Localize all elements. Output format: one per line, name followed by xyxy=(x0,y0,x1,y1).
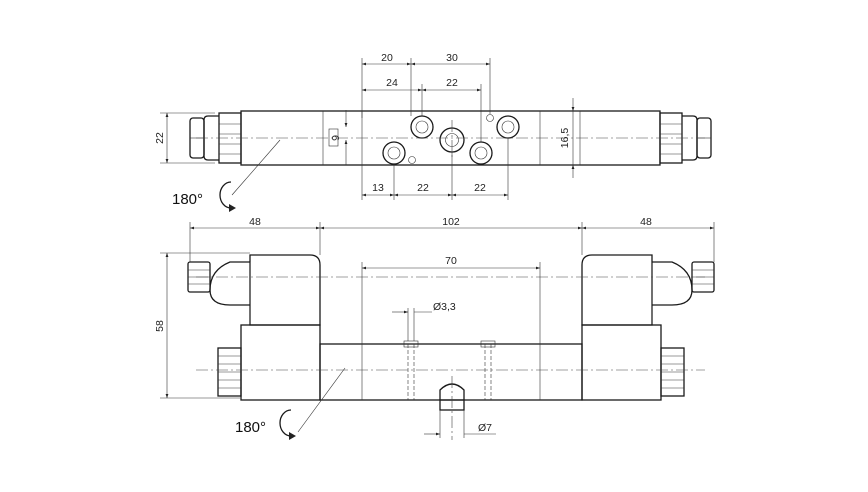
top-marker-square xyxy=(328,128,339,147)
pilot-hole-1 xyxy=(408,156,416,164)
mounting-holes xyxy=(403,340,496,400)
top-view: 20 30 24 22 9 16,5 22 13 22 xyxy=(154,52,712,212)
dim-20: 20 xyxy=(381,52,393,64)
port-bottom-2 xyxy=(469,141,493,165)
dim-22-bottom-2: 22 xyxy=(474,182,486,194)
dim-58: 58 xyxy=(154,320,166,332)
pilot-hole-2 xyxy=(486,114,494,122)
dim-24: 24 xyxy=(386,77,398,89)
dim-22-bottom-1: 22 xyxy=(417,182,429,194)
dim-70: 70 xyxy=(445,255,457,267)
dim-22-height: 22 xyxy=(154,132,166,144)
top-ports xyxy=(382,114,520,165)
port-top-1 xyxy=(410,115,434,139)
port-bottom-1 xyxy=(382,141,406,165)
rotation-arrow-front xyxy=(279,409,292,437)
dim-9: 9 xyxy=(330,135,342,141)
front-valve-body xyxy=(319,343,583,401)
dim-16-5: 16,5 xyxy=(559,128,571,149)
right-solenoid-coil xyxy=(581,254,715,401)
front-view: 48 102 48 70 58 Ø3,3 Ø7 180° xyxy=(154,216,715,440)
rotation-label-front: 180° xyxy=(235,419,266,436)
dim-hole-diameter: Ø3,3 xyxy=(433,301,456,313)
dim-pin-diameter: Ø7 xyxy=(478,422,492,434)
dim-13: 13 xyxy=(372,182,384,194)
port-top-2 xyxy=(496,115,520,139)
dim-22-top: 22 xyxy=(446,77,458,89)
dim-48-left: 48 xyxy=(249,216,261,228)
dim-102: 102 xyxy=(442,216,460,228)
rotation-arrow-top xyxy=(219,181,232,209)
bottom-pin xyxy=(439,376,465,440)
dim-48-right: 48 xyxy=(640,216,652,228)
left-solenoid-coil xyxy=(187,254,321,401)
rotation-label-top: 180° xyxy=(172,191,203,208)
dim-30: 30 xyxy=(446,52,458,64)
